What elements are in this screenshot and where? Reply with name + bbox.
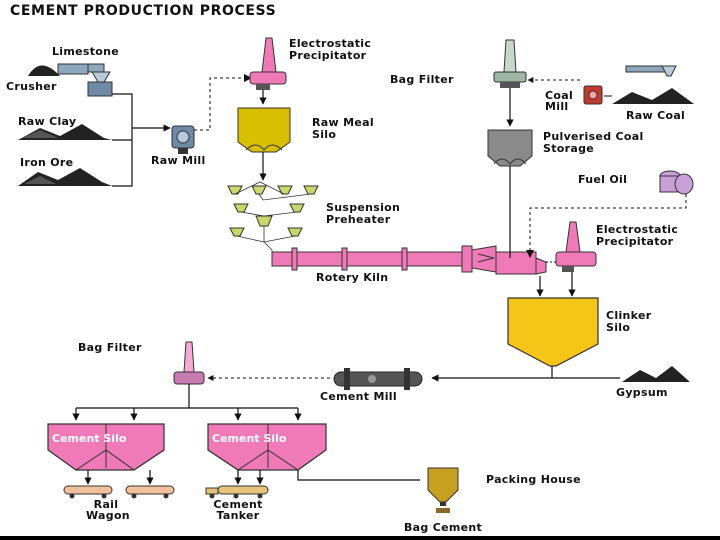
raw-meal-silo-icon xyxy=(237,107,291,153)
bag-filter-bottom-icon xyxy=(173,341,205,385)
packing-house-icon xyxy=(427,467,459,513)
raw-coal-pile-icon xyxy=(612,65,694,104)
clinker-silo-label-2: Silo xyxy=(606,321,631,334)
clinker-silo-label-1: Clinker xyxy=(606,309,652,322)
bottom-border xyxy=(0,536,720,540)
bag-filter-top-icon xyxy=(493,39,527,88)
raw-clay-pile-icon xyxy=(18,124,112,140)
suspension-preheater-label-1: Suspension xyxy=(326,201,401,214)
coal-mill-icon xyxy=(583,85,603,105)
gypsum-pile-icon xyxy=(622,366,690,382)
raw-clay-label: Raw Clay xyxy=(18,115,77,128)
precipitator-right-label-1: Electrostatic xyxy=(596,223,679,236)
bag-filter-bottom-label: Bag Filter xyxy=(78,341,142,354)
crusher-icon xyxy=(87,71,113,97)
gypsum-label: Gypsum xyxy=(616,386,668,399)
cement-silo-right-icon xyxy=(207,423,327,471)
iron-ore-pile-icon xyxy=(18,168,112,186)
raw-coal-label: Raw Coal xyxy=(626,109,686,122)
fuel-oil-drum-icon xyxy=(659,170,694,195)
pulverised-coal-storage-icon xyxy=(487,129,533,167)
cement-silo-right-label: Cement Silo xyxy=(212,432,287,445)
coal-mill-label-1: Coal xyxy=(545,89,574,102)
cement-silo-left-label: Cement Silo xyxy=(52,432,127,445)
silo-outlet-lines xyxy=(84,470,420,485)
pulverised-coal-storage-label-2: Storage xyxy=(543,142,595,155)
cement-tanker-label-1: Cement xyxy=(213,498,263,511)
cement-tanker-label-2: Tanker xyxy=(216,509,260,522)
cement-silo-left-icon xyxy=(47,423,165,471)
raw-mill-to-precipitator-line xyxy=(194,77,248,131)
raw-mill-label: Raw Mill xyxy=(151,154,206,167)
clinker-silo-icon xyxy=(507,297,599,367)
pulverised-coal-storage-label-1: Pulverised Coal xyxy=(543,130,644,143)
fuel-oil-to-kiln-line xyxy=(529,194,687,254)
precipitator-top-icon xyxy=(249,37,287,90)
crusher-label: Crusher xyxy=(6,80,57,93)
rail-wagon-icon xyxy=(63,485,175,499)
rail-wagon-label-1: Rail xyxy=(93,498,119,511)
precipitator-right-label-2: Precipitator xyxy=(596,235,674,248)
page-title: CEMENT PRODUCTION PROCESS xyxy=(10,3,277,19)
raw-feed-lines xyxy=(112,93,171,187)
suspension-preheater-label-2: Preheater xyxy=(326,213,391,226)
coal-mill-label-2: Mill xyxy=(545,100,569,113)
limestone-label: Limestone xyxy=(52,45,120,58)
silo-distribution-lines xyxy=(72,407,302,421)
rotary-kiln-label: Rotery Kiln xyxy=(316,271,389,284)
precipitator-top-label-1: Electrostatic xyxy=(289,37,372,50)
suspension-preheater-icon xyxy=(227,185,319,237)
cement-mill-icon xyxy=(333,368,423,390)
cement-tanker-icon xyxy=(205,485,269,499)
fuel-oil-label: Fuel Oil xyxy=(578,173,628,186)
bag-filter-top-label: Bag Filter xyxy=(390,73,454,86)
rail-wagon-label-2: Wagon xyxy=(86,509,130,522)
cement-mill-label: Cement Mill xyxy=(320,390,397,403)
limestone-pile-icon xyxy=(28,63,105,76)
raw-mill-icon xyxy=(171,125,195,154)
preheater-connectors xyxy=(234,181,312,262)
raw-meal-silo-label-2: Silo xyxy=(312,128,337,141)
packing-house-label: Packing House xyxy=(486,473,581,486)
precipitator-right-icon xyxy=(555,221,597,272)
iron-ore-label: Iron Ore xyxy=(20,156,74,169)
rotary-kiln-icon xyxy=(271,245,547,275)
bag-cement-label: Bag Cement xyxy=(404,521,483,534)
precipitator-top-label-2: Precipitator xyxy=(289,49,367,62)
raw-meal-silo-label-1: Raw Meal xyxy=(312,116,374,129)
